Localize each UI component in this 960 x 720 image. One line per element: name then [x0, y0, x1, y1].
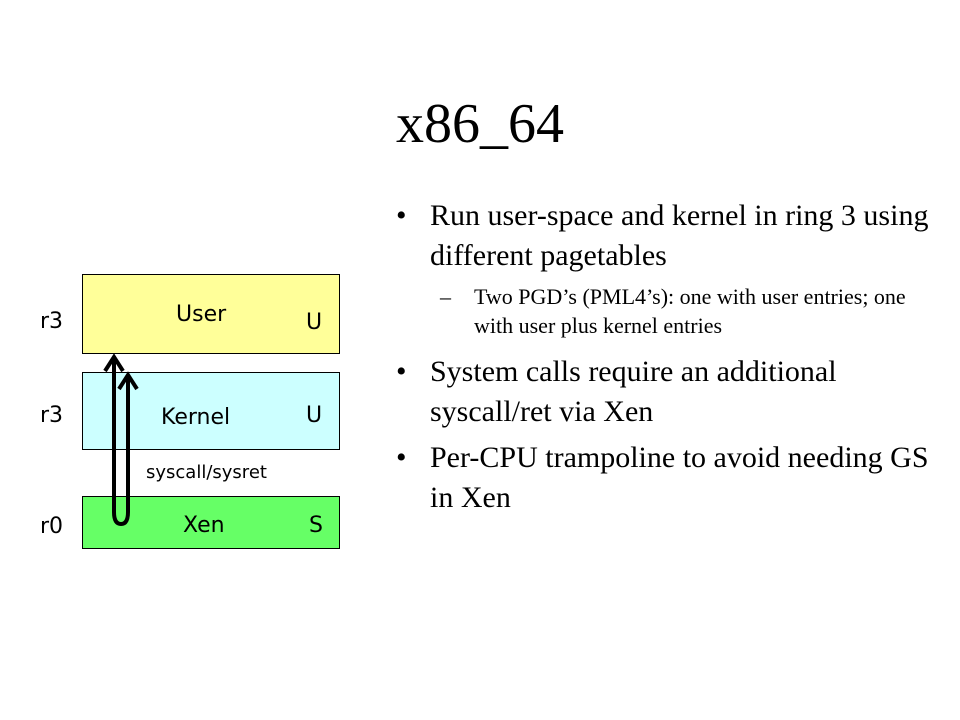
bullet-item: System calls require an additional sysca… — [396, 352, 941, 432]
slide-title: x86_64 — [396, 93, 564, 155]
user-box: User U — [82, 274, 340, 354]
sub-bullet-item: – Two PGD’s (PML4’s): one with user entr… — [396, 282, 941, 340]
user-box-label: User — [176, 302, 227, 327]
bullet-list: Run user-space and kernel in ring 3 usin… — [396, 196, 941, 524]
bullet-item: Run user-space and kernel in ring 3 usin… — [396, 196, 941, 276]
syscall-loop-arrow — [112, 357, 130, 527]
ring-label-kernel: r3 — [40, 403, 64, 428]
xen-box-mode: S — [309, 513, 323, 538]
sub-bullet-dash: – — [440, 284, 451, 309]
kernel-box-mode: U — [306, 403, 323, 428]
user-box-mode: U — [306, 310, 323, 335]
bullet-item: Per-CPU trampoline to avoid needing GS i… — [396, 438, 941, 518]
kernel-box-label: Kernel — [161, 405, 231, 430]
sub-bullet-text: Two PGD’s (PML4’s): one with user entrie… — [474, 284, 906, 338]
arrow-head-to-kernel — [117, 371, 139, 391]
xen-box-label: Xen — [183, 513, 225, 538]
arrow-head-to-user — [103, 353, 125, 373]
kernel-box: Kernel U — [82, 372, 340, 450]
ring-label-user: r3 — [40, 309, 64, 334]
syscall-sysret-label: syscall/sysret — [146, 462, 267, 483]
ring-label-xen: r0 — [40, 514, 64, 539]
